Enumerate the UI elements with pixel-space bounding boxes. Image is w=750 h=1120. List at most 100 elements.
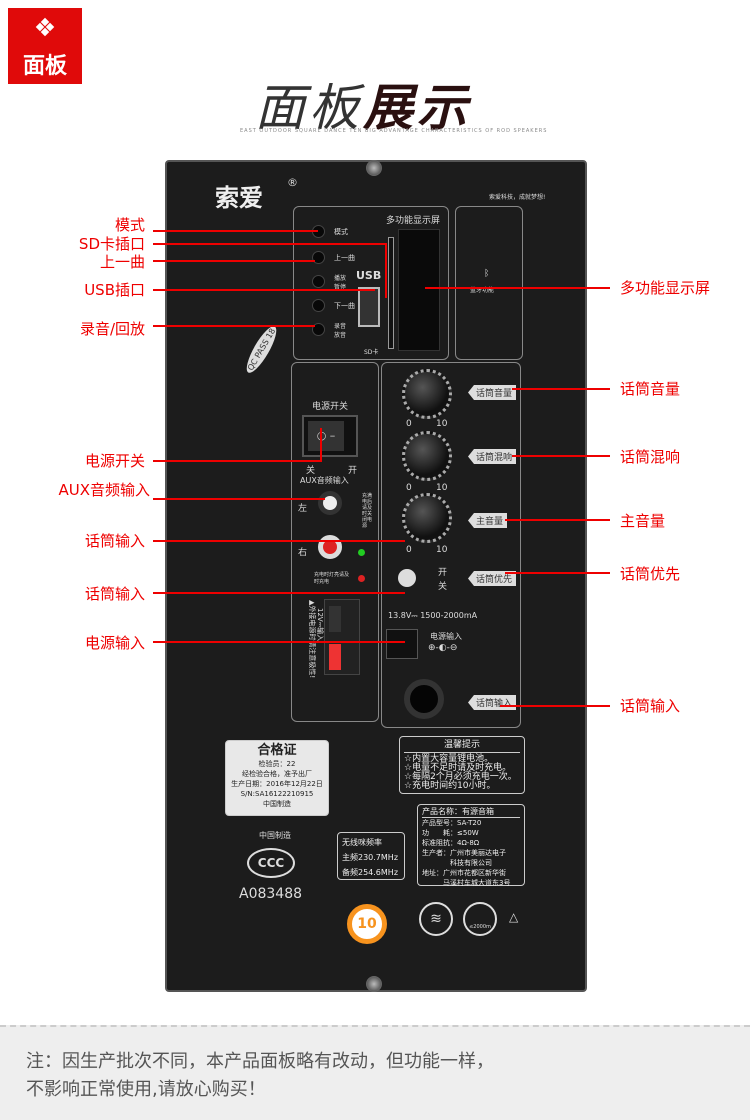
product-row: 科技有限公司 <box>422 859 492 867</box>
callout-mic-volume: 话筒音量 <box>620 380 681 398</box>
recycle-icon: △ <box>509 910 519 924</box>
scale-min: 0 <box>406 483 412 493</box>
product-row: 功 耗：≤50W <box>422 829 479 837</box>
tips-title: 温馨提示 <box>404 739 520 753</box>
tip-item: ☆充电时间约10小时。 <box>404 781 496 791</box>
page-subtitle: EAST OUTDOOR SQUARE DANCE TEN BIG ADVANT… <box>240 128 548 134</box>
brand-logo: 索爱 <box>215 184 263 212</box>
scale-min: 0 <box>406 545 412 555</box>
mixer-section: 0 10 话筒音量 0 10 话筒混响 0 10 主音量 开 关 话筒优先 13… <box>381 362 521 728</box>
dc-spec: 13.8V⎓ 1500-2000mA <box>388 611 478 620</box>
next-button[interactable] <box>312 299 325 312</box>
prev-label: 上一曲 <box>334 254 355 262</box>
switch-on-label: 开 <box>438 568 448 578</box>
play-pause-button[interactable] <box>312 275 325 288</box>
cert-title: 合格证 <box>257 743 297 758</box>
usb-label: USB <box>356 269 382 282</box>
page-title: 面板展示 <box>255 68 471 140</box>
aux-left-jack[interactable] <box>318 491 342 515</box>
dc-input-jack[interactable] <box>386 629 418 659</box>
callout-line <box>320 428 322 462</box>
mic-volume-knob[interactable] <box>402 369 452 419</box>
notice-line-2: 不影响正常使用,请放心购买！ <box>26 1079 266 1100</box>
callout-line <box>153 289 375 291</box>
scale-max: 10 <box>436 483 448 493</box>
tip-item: ☆内置大容量锂电池。 <box>404 754 494 764</box>
master-volume-knob[interactable] <box>402 493 452 543</box>
mode-label: 模式 <box>334 228 348 236</box>
callout-power-switch: 电源开关 <box>84 452 145 470</box>
record-button[interactable] <box>312 323 325 336</box>
made-in-china: 中国制造 <box>259 831 291 840</box>
badge-label: 面板 <box>22 54 67 79</box>
master-volume-tag: 主音量 <box>468 513 508 528</box>
record-label: 录音放音 <box>334 323 347 339</box>
callout-line <box>153 540 405 542</box>
notice-line-1: 注：因生产批次不同，本产品面板略有改动，但功能一样， <box>26 1051 494 1072</box>
callout-usb: USB插口 <box>84 281 145 299</box>
cert-passed: 经检验合格，准予出厂 <box>242 770 312 778</box>
screw-icon <box>366 160 382 176</box>
power-switch[interactable]: ○ – <box>302 415 358 457</box>
qc-sticker: QC PASS 18 <box>241 322 282 377</box>
bluetooth-section: ᛒ 蓝牙功能 <box>455 206 523 360</box>
input-section: 电源开关 ○ – 关 开 AUX音频输入 左 右 充满电后请及时关闭电源 充电时… <box>291 362 379 722</box>
certificate-label: 合格证 检验员：22 经检验合格，准予出厂 生产日期：2016年12月22日 S… <box>225 740 329 816</box>
product-title: 产品名称：有源音箱 <box>422 807 520 818</box>
usb-port[interactable] <box>358 287 380 327</box>
callout-line <box>153 260 315 262</box>
green-led <box>358 549 365 556</box>
mic-priority-button[interactable] <box>398 569 416 587</box>
cert-sn: S/N:SA16122210915 <box>240 790 314 798</box>
ccc-code: A083488 <box>239 886 303 902</box>
play-pause-label: 播放暂停 <box>334 275 347 291</box>
prev-button[interactable] <box>312 251 325 264</box>
product-card: 产品名称：有源音箱 产品型号：SA-T20 功 耗：≤50W 标准阻抗：4Ω-8… <box>417 804 525 887</box>
callout-mic-input: 话筒输入 <box>84 532 145 550</box>
tips-card: 温馨提示 ☆内置大容量锂电池。 ☆电量不足时请及时充电。 ☆每隔2个月必须充电一… <box>399 736 525 794</box>
cert-inspector: 检验员：22 <box>258 760 296 768</box>
callout-mode: 模式 <box>114 216 145 234</box>
frequency-card: 无线咪频率 主频230.7MHz 备频254.6MHz <box>337 832 405 880</box>
aux-right-jack[interactable] <box>318 535 342 559</box>
callout-line <box>385 243 387 298</box>
switch-off-label: 关 <box>438 582 448 592</box>
panel-badge: 面板 <box>8 8 82 84</box>
mic-echo-tag: 话筒混响 <box>468 449 517 464</box>
speaker-panel: 索爱 ® 索爱科技，成就梦想! 多功能显示屏 模式 上一曲 播放暂停 下一曲 录… <box>165 160 587 992</box>
display-title: 多功能显示屏 <box>386 216 441 226</box>
scale-min: 0 <box>406 419 412 429</box>
mic-priority-tag: 话筒优先 <box>468 571 517 586</box>
callout-line <box>153 325 315 327</box>
product-row: 生产者：广州市美丽达电子 <box>422 849 506 857</box>
product-row: 标准阻抗：4Ω-8Ω <box>422 839 480 847</box>
control-section: 多功能显示屏 模式 上一曲 播放暂停 下一曲 录音放音 USB SD卡 <box>293 206 449 360</box>
bluetooth-icon: ᛒ <box>484 269 490 279</box>
sd-slot[interactable] <box>388 237 394 349</box>
callout-line <box>153 230 318 232</box>
battery-terminal[interactable] <box>324 599 360 675</box>
freq-main: 主频230.7MHz <box>342 853 399 862</box>
mic-volume-tag: 话筒音量 <box>468 385 517 400</box>
callout-mic-input: 话筒输入 <box>84 585 145 603</box>
callout-line <box>153 592 405 594</box>
callout-line <box>425 287 610 289</box>
altitude-icon: ≤2000m <box>463 902 497 936</box>
red-led <box>358 575 365 582</box>
callout-mic-priority: 话筒优先 <box>620 565 681 583</box>
mic-echo-knob[interactable] <box>402 431 452 481</box>
tip-item: ☆每隔2个月必须充电一次。 <box>404 772 517 782</box>
product-row: 产品型号：SA-T20 <box>422 819 482 827</box>
polarity-symbol: ⊕-◐-⊖ <box>428 643 458 653</box>
led-text: 充满电后请及时关闭电源 <box>362 493 373 529</box>
next-label: 下一曲 <box>334 302 355 310</box>
title-bold: 展示 <box>363 79 471 137</box>
mic-input-jack[interactable] <box>404 679 444 719</box>
title-light: 面板 <box>255 79 363 137</box>
freq-title: 无线咪频率 <box>342 838 382 847</box>
callout-line <box>505 519 610 521</box>
callout-line <box>500 705 610 707</box>
registered-mark: ® <box>287 176 298 189</box>
product-row: 马溪村车城大道东3号 <box>422 879 511 887</box>
callout-sd-slot: SD卡插口 <box>78 235 145 253</box>
